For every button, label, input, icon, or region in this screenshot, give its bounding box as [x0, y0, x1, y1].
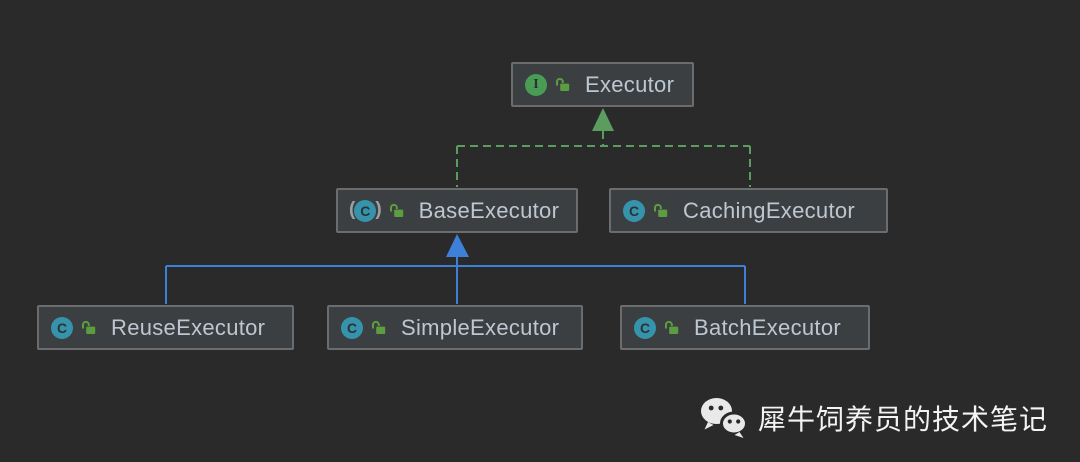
class-node-label: BatchExecutor — [694, 314, 841, 340]
watermark: 犀牛饲养员的技术笔记 — [699, 396, 1048, 440]
public-lock-icon — [556, 77, 570, 91]
public-lock-icon — [665, 320, 679, 334]
class-icon: C — [634, 316, 656, 339]
interface-icon: I — [525, 73, 547, 96]
class-icon: C — [51, 316, 73, 339]
wechat-icon — [700, 398, 748, 438]
extends-edge-path — [165, 257, 746, 304]
class-icon: C — [623, 199, 645, 222]
implements-edges — [456, 108, 751, 187]
class-node-reuse-executor[interactable]: C ReuseExecutor — [37, 305, 294, 350]
watermark-text: 犀牛饲养员的技术笔记 — [757, 404, 1048, 435]
class-node-label: SimpleExecutor — [401, 314, 560, 340]
class-icon: C — [341, 316, 363, 339]
implements-arrowhead-icon — [592, 108, 614, 131]
public-lock-icon — [654, 203, 668, 217]
public-lock-icon — [389, 203, 403, 217]
class-node-executor[interactable]: I Executor — [511, 62, 694, 107]
abstract-class-icon: ( C ) — [349, 199, 382, 222]
class-node-caching-executor[interactable]: C CachingExecutor — [609, 188, 888, 233]
class-node-batch-executor[interactable]: C BatchExecutor — [620, 305, 870, 350]
class-node-label: ReuseExecutor — [111, 314, 266, 340]
abstract-paren-right: ) — [375, 199, 382, 220]
class-node-label: BaseExecutor — [418, 197, 560, 223]
implements-edge-path — [456, 131, 751, 187]
class-node-label: Executor — [585, 71, 675, 97]
class-node-label: CachingExecutor — [683, 197, 856, 223]
public-lock-icon — [372, 320, 386, 334]
class-node-base-executor[interactable]: ( C ) BaseExecutor — [336, 188, 578, 233]
abstract-paren-left: ( — [349, 199, 356, 220]
class-node-simple-executor[interactable]: C SimpleExecutor — [327, 305, 583, 350]
extends-arrowhead-icon — [446, 234, 469, 257]
public-lock-icon — [82, 320, 96, 334]
extends-edges — [165, 234, 746, 304]
